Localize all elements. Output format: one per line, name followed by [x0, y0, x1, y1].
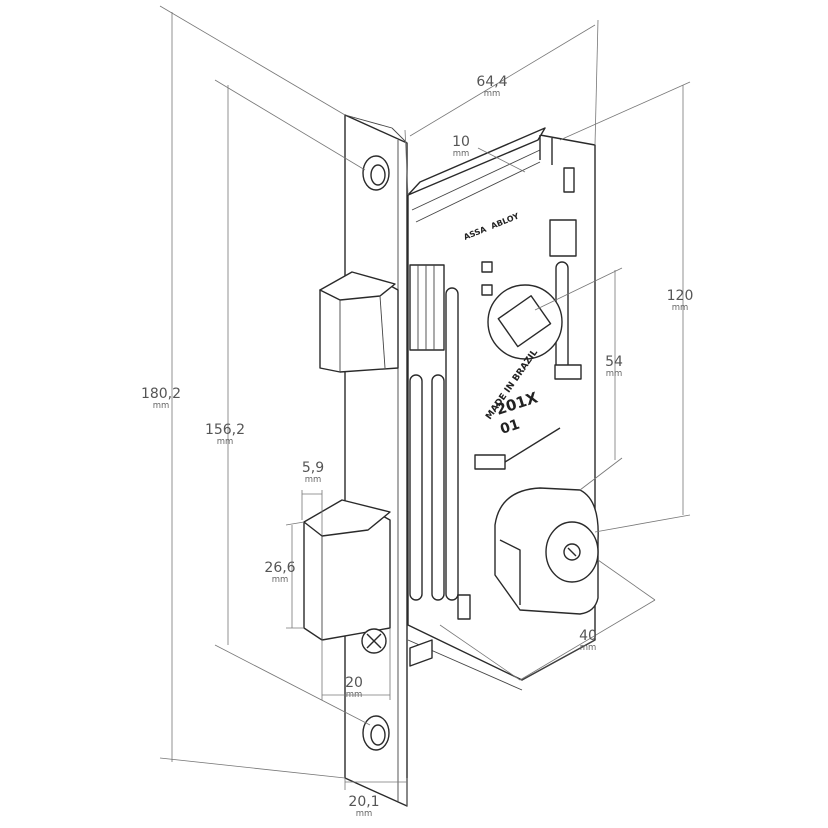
latch-mechanism — [409, 264, 445, 351]
svg-text:10: 10 — [452, 134, 470, 150]
dim-latch-depth: 5,9 mm — [302, 460, 324, 485]
dim-backset: 40 mm — [579, 628, 597, 653]
bottom-screw-hole — [362, 715, 390, 751]
svg-text:20: 20 — [345, 675, 363, 691]
svg-text:mm: mm — [272, 575, 289, 585]
svg-text:mm: mm — [153, 401, 170, 411]
svg-text:mm: mm — [217, 437, 234, 447]
svg-text:120: 120 — [667, 288, 694, 304]
svg-text:mm: mm — [453, 149, 470, 159]
top-screw-hole — [362, 155, 390, 191]
svg-text:5,9: 5,9 — [302, 460, 324, 476]
svg-text:mm: mm — [580, 643, 597, 653]
svg-text:mm: mm — [484, 89, 501, 99]
dim-case-height: 120 mm — [667, 288, 694, 313]
svg-text:54: 54 — [605, 354, 623, 370]
dim-bolt-height: 26,6 mm — [264, 560, 295, 585]
svg-text:mm: mm — [305, 475, 322, 485]
bottom-tab — [409, 639, 433, 667]
dim-screw-spacing: 156,2 mm — [205, 422, 245, 447]
dim-bolt-width: 20 mm — [345, 675, 363, 700]
latch-bolt — [319, 271, 399, 373]
svg-text:40: 40 — [579, 628, 597, 644]
dim-faceplate-width: 20,1 mm — [348, 794, 379, 819]
svg-text:mm: mm — [606, 369, 623, 379]
cylinder — [494, 487, 599, 615]
svg-text:20,1: 20,1 — [348, 794, 379, 810]
case-slots — [409, 167, 582, 620]
faceplate — [344, 114, 408, 807]
svg-text:64,4: 64,4 — [476, 74, 507, 90]
svg-text:mm: mm — [346, 690, 363, 700]
dimension-lines — [159, 5, 691, 806]
dim-case-depth: 64,4 mm — [476, 74, 507, 99]
variant-text: 01 — [498, 417, 521, 438]
follower-hub — [487, 284, 563, 360]
dim-follower-to-cylinder: 54 mm — [605, 354, 623, 379]
svg-text:180,2: 180,2 — [141, 386, 181, 402]
svg-text:26,6: 26,6 — [264, 560, 295, 576]
dim-overall-height: 180,2 mm — [141, 386, 181, 411]
faceplate-screw — [361, 628, 387, 654]
svg-text:156,2: 156,2 — [205, 422, 245, 438]
dim-case-thickness: 10 mm — [452, 134, 470, 159]
dead-bolt — [303, 499, 391, 641]
svg-text:mm: mm — [356, 809, 373, 819]
svg-text:mm: mm — [672, 303, 689, 313]
